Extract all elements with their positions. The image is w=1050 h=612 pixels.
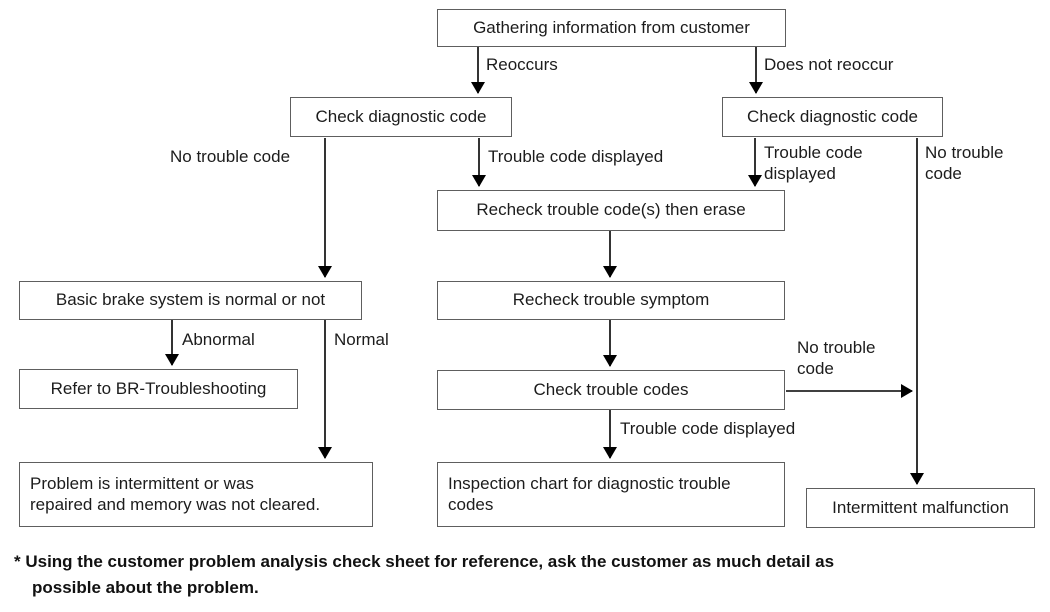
edge-label-trouble-code-displayed-bottom: Trouble code displayed (620, 419, 796, 438)
problem-intermittent-line1: Problem is intermittent or was (30, 473, 254, 493)
flow-box-recheck-trouble-codes-erase: Recheck trouble code(s) then erase (437, 190, 785, 231)
edge-label-no-trouble-code-right: No trouble code (925, 143, 1003, 184)
footnote-line2: possible about the problem. (32, 578, 259, 597)
flow-box-check-diagnostic-code-left: Check diagnostic code (290, 97, 512, 137)
flow-box-check-diagnostic-code-right: Check diagnostic code (722, 97, 943, 137)
edge-label-reoccurs: Reoccurs (486, 55, 558, 74)
edge-label-trouble-code-displayed-right: Trouble code displayed (764, 143, 863, 184)
inspection-chart-line2: codes (448, 494, 494, 514)
flow-box-check-trouble-codes: Check trouble codes (437, 370, 785, 410)
no-trouble-code-right-line2: code (925, 163, 962, 183)
edge-label-trouble-code-displayed-mid: Trouble code displayed (488, 147, 664, 166)
flow-box-intermittent-malfunction: Intermittent malfunction (806, 488, 1035, 528)
edge-label-does-not-reoccur: Does not reoccur (764, 55, 894, 74)
flow-box-gathering-information: Gathering information from customer (437, 9, 786, 47)
edge-label-abnormal: Abnormal (182, 330, 255, 349)
flow-box-recheck-trouble-symptom: Recheck trouble symptom (437, 281, 785, 320)
footnote: * Using the customer problem analysis ch… (14, 549, 834, 601)
flow-box-problem-intermittent: Problem is intermittent or was repaired … (19, 462, 373, 527)
edge-label-normal: Normal (334, 330, 389, 349)
inspection-chart-line1: Inspection chart for diagnostic trouble (448, 473, 731, 493)
trouble-code-displayed-right-line2: displayed (764, 163, 836, 183)
flow-box-inspection-chart: Inspection chart for diagnostic trouble … (437, 462, 785, 527)
edge-label-no-trouble-code-out: No trouble code (797, 338, 875, 379)
no-trouble-code-out-line1: No trouble (797, 338, 876, 357)
edge-label-no-trouble-code-left: No trouble code (170, 147, 291, 166)
footnote-line1: * Using the customer problem analysis ch… (14, 552, 835, 571)
no-trouble-code-right-line1: No trouble (925, 143, 1004, 162)
no-trouble-code-out-line2: code (797, 358, 834, 378)
flow-box-refer-br-troubleshooting: Refer to BR-Troubleshooting (19, 369, 298, 409)
problem-intermittent-line2: repaired and memory was not cleared. (30, 494, 321, 514)
trouble-code-displayed-right-line1: Trouble code (764, 143, 863, 162)
flow-box-basic-brake-system: Basic brake system is normal or not (19, 281, 362, 320)
